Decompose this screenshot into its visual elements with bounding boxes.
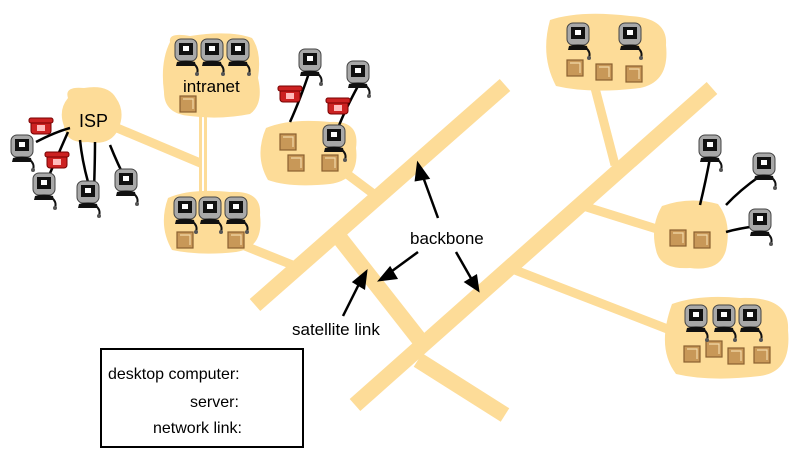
legend-network-link-label: network link: [153,420,242,437]
server-icon [669,229,687,247]
isp-label: ISP [79,111,109,131]
telephone-icon [28,117,54,135]
link-isp-lan [108,120,207,170]
legend: desktop computer: server: network link: [100,348,304,448]
server-icon [625,65,643,83]
server-icon [727,347,745,365]
server-icon [705,340,723,358]
server-icon [227,231,245,249]
desktop-computer-icon [346,60,372,99]
lan-blobs [61,13,789,379]
isp-blob [61,87,122,143]
desktop-computer-icon [748,208,774,247]
link-right [578,200,662,235]
telephone-icon [277,85,303,103]
satellite-link [328,227,433,353]
server-icon [753,346,771,364]
server-icon [683,345,701,363]
link-bottom [413,353,510,422]
legend-server-label: server: [190,394,239,411]
desktop-computer-icon [76,180,102,219]
server-icon [566,59,584,77]
desktop-computer-icon [698,134,724,173]
server-icon [279,133,297,151]
satellite-link-label: satellite link [292,320,380,339]
backbone-label: backbone [410,229,484,248]
lan-blob-right [654,200,728,269]
server-icon [176,231,194,249]
link-bottomright [513,265,672,335]
legend-desktop-label: desktop computer: [108,366,240,383]
server-icon [693,231,711,249]
intranet-label: intranet [183,77,240,96]
backbone-link-lower [349,82,718,411]
arrows [341,160,480,317]
desktop-computer-icon [32,172,58,211]
desktop-computer-icon [10,134,36,173]
telephone-icon [325,97,351,115]
telephone-icon [44,151,70,169]
desktop-computer-icon [752,152,778,191]
desktop-computer-icon [114,168,140,207]
desktop-computer-icon [298,48,324,87]
server-icon [287,154,305,172]
link-topright [590,86,620,167]
server-icon [179,95,197,113]
server-icon [595,63,613,81]
server-icon [321,154,339,172]
